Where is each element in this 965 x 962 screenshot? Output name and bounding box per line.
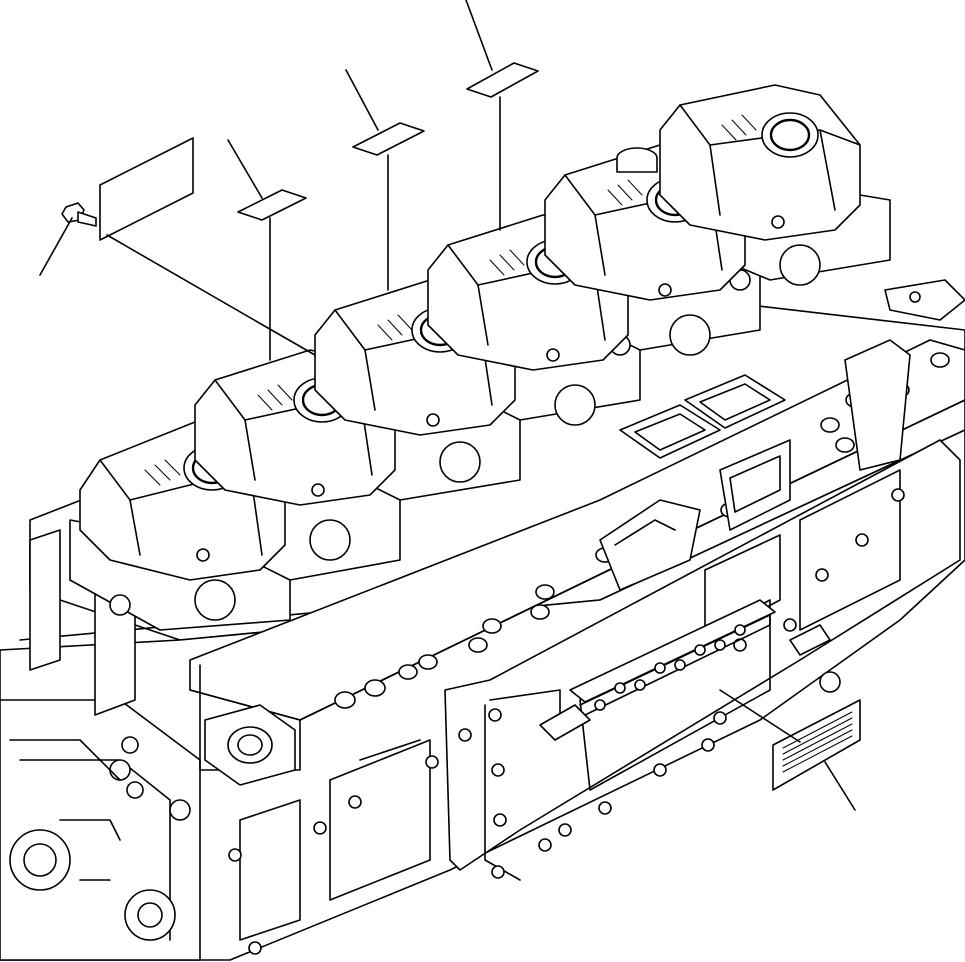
label-cyl-1-part [237,189,307,221]
label-cyl-3-part [466,62,539,98]
intake-manifold [189,279,965,786]
leader-label-cyl-3 [465,0,493,71]
name-plate-part [99,137,194,241]
bolt-part [61,202,97,227]
label-cyl-2-part [352,122,425,156]
leader-bolt [39,217,73,276]
exploded-parts [39,0,861,811]
valve-cover-6 [659,84,861,241]
side-label-part [772,699,861,791]
leader-name-plate [106,234,269,329]
valve-covers [79,84,861,581]
leader-label-cyl-1 [227,139,263,199]
block-bolts [121,488,905,955]
leader-label-cyl-2 [345,69,379,131]
leader-side-label [824,761,856,811]
fuel-rail [539,599,841,741]
